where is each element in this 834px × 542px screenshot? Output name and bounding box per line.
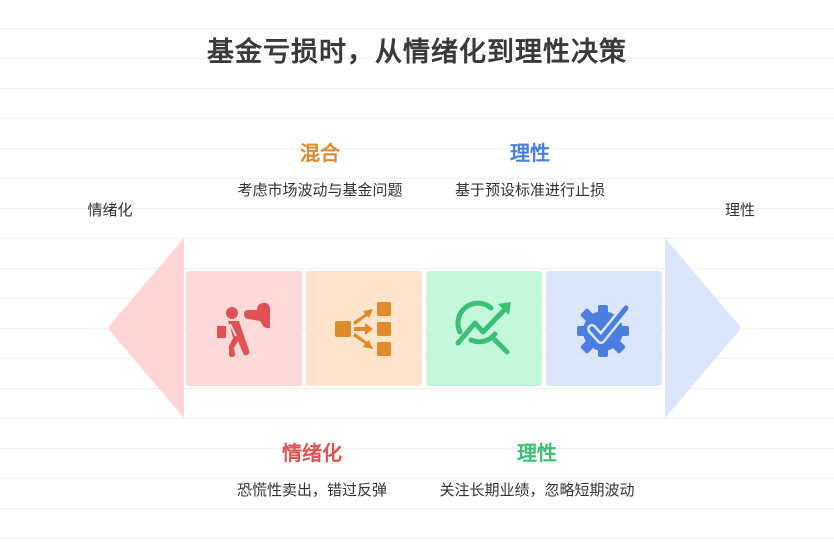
right-arrow-head [663,238,741,420]
chart-analysis-icon [451,296,517,362]
step-2-box [306,271,422,386]
step-1-box [186,271,302,386]
left-end-label: 情绪化 [87,201,133,219]
step-3-title: 理性 [517,441,557,465]
right-end-label: 理性 [724,201,755,219]
step-4-title: 理性 [510,141,550,165]
step-4-description: 基于预设标准进行止损 [454,181,605,199]
step-4-box [546,271,662,386]
panic-sell-icon [211,296,277,362]
step-3-description: 关注长期业绩，忽略短期波动 [439,481,635,499]
gear-check-icon [571,296,637,362]
left-arrow-head [108,238,186,420]
step-2-description: 考虑市场波动与基金问题 [237,181,403,199]
step-2-title: 混合 [300,141,340,165]
step-1-description: 恐慌性卖出，错过反弹 [236,481,387,499]
page-title: 基金亏损时，从情绪化到理性决策 [207,37,627,68]
flow-diagram-icon [331,296,397,362]
step-1-title: 情绪化 [282,441,342,465]
step-3-box [426,271,542,386]
